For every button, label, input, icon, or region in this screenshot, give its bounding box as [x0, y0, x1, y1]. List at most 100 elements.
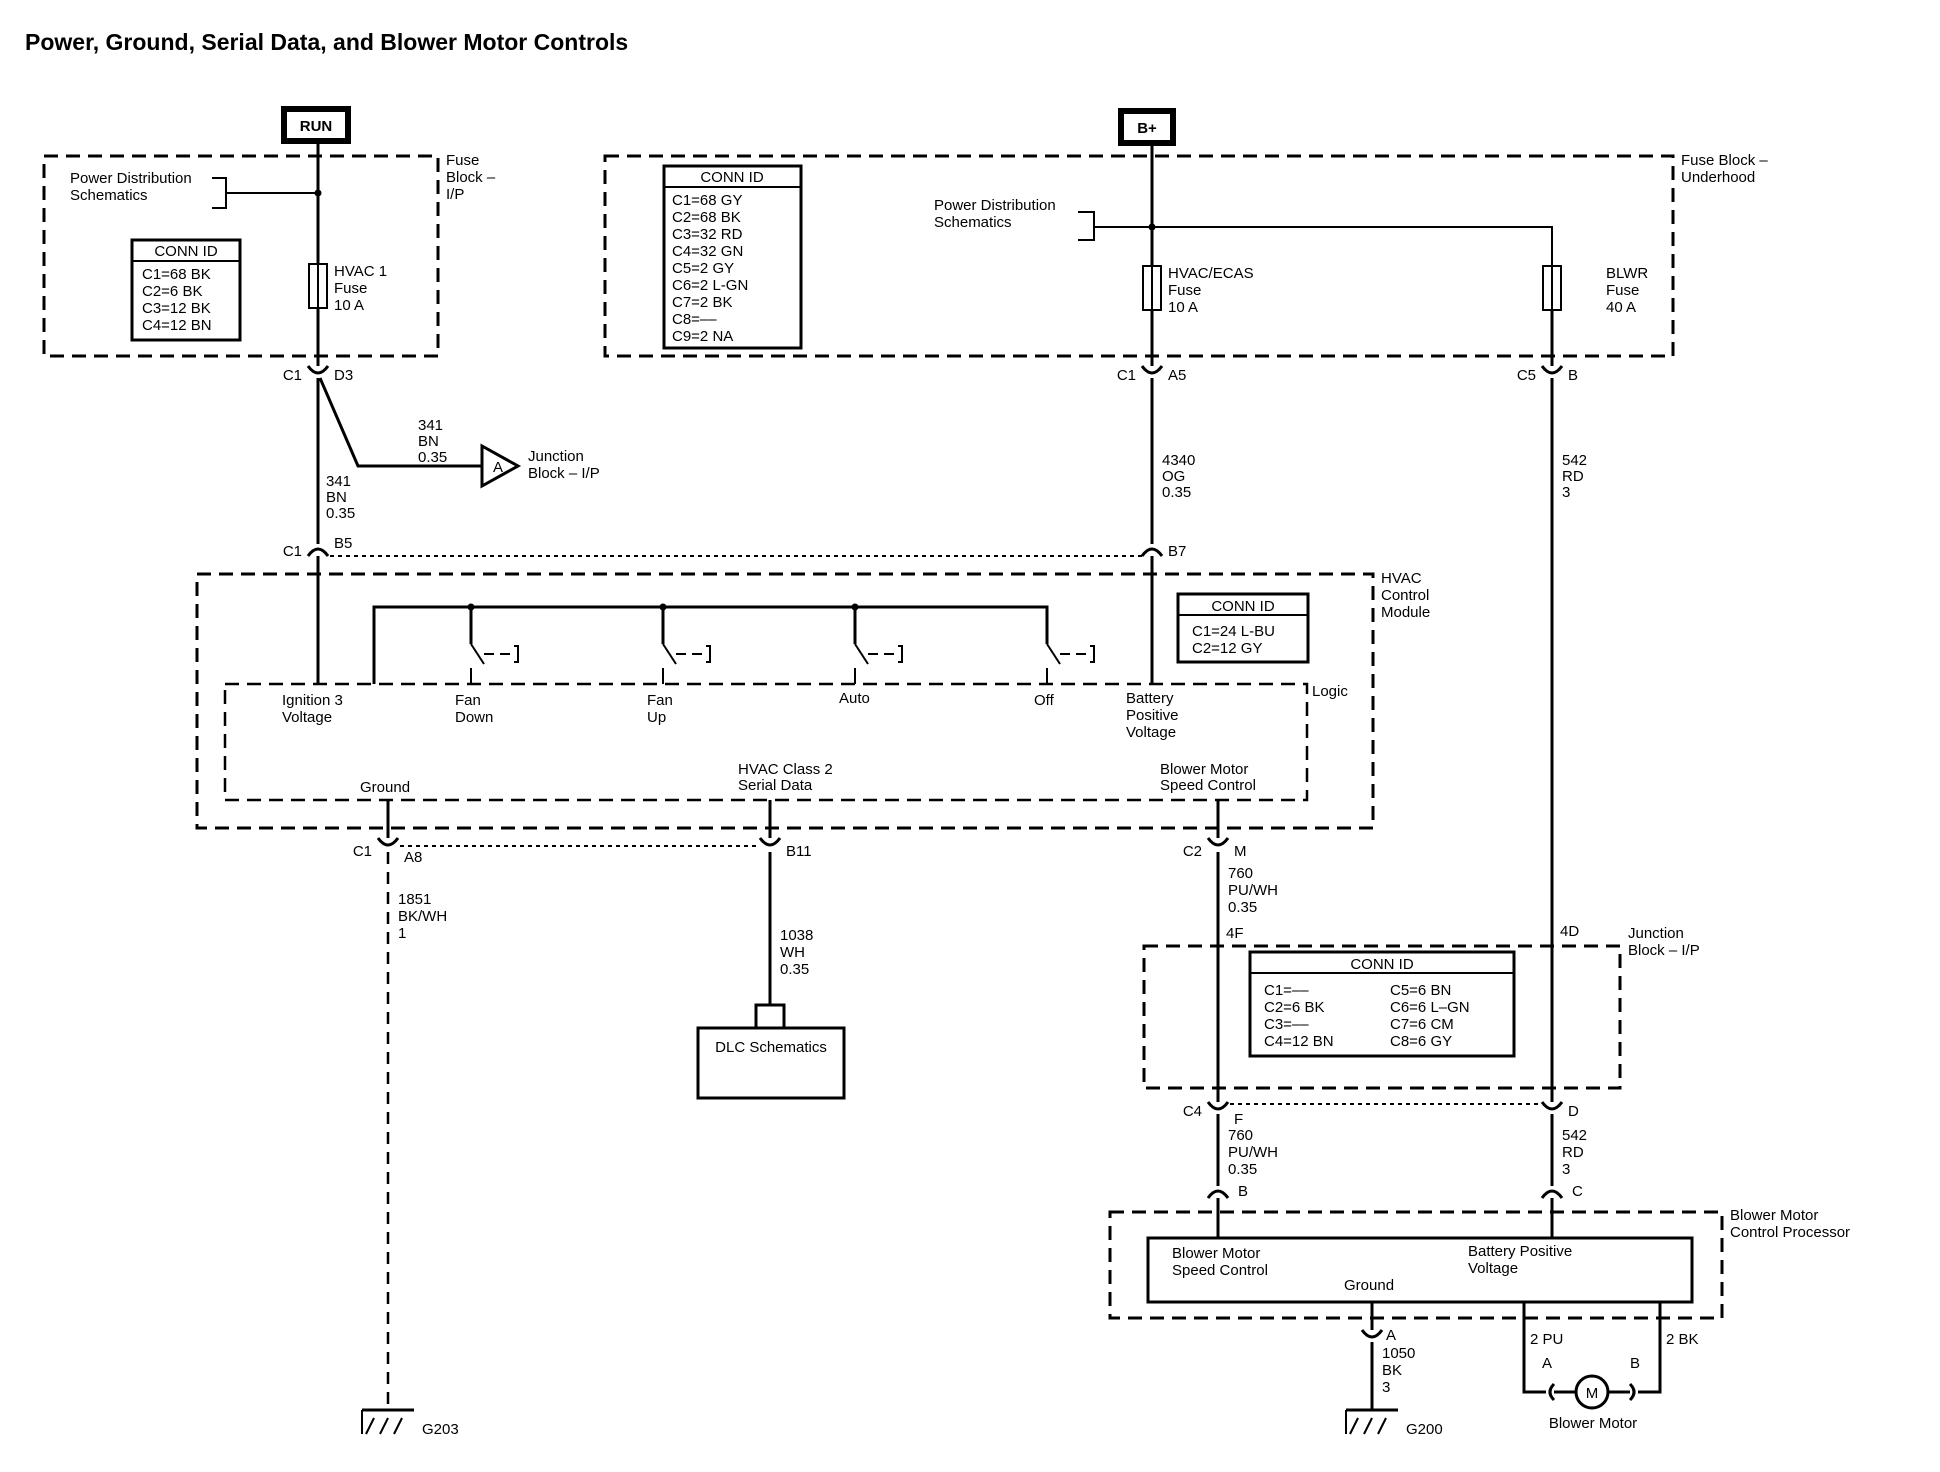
svg-text:CONN ID: CONN ID	[1350, 956, 1414, 973]
svg-text:BN: BN	[418, 433, 439, 450]
svg-text:BK: BK	[1382, 1362, 1402, 1379]
svg-text:C4=12 BN: C4=12 BN	[142, 317, 212, 334]
conn-id-table-ip: CONN ID C1=68 BK C2=6 BK C3=12 BK C4=12 …	[130, 238, 242, 342]
hvac-control-module: HVAC Control Module C1 B5 B7 Logic CONN …	[195, 535, 1430, 838]
conn-c1-a5: C1 A5	[1117, 365, 1186, 384]
conn-c5-b: C5 B	[1517, 365, 1578, 384]
input-batt-1: Battery	[1126, 690, 1174, 707]
svg-text:Junction: Junction	[1628, 925, 1684, 942]
svg-text:542: 542	[1562, 452, 1587, 469]
svg-text:760: 760	[1228, 865, 1253, 882]
input-fan-up-1: Fan	[647, 692, 673, 709]
svg-text:1038: 1038	[780, 927, 813, 944]
svg-text:C5=2 GY: C5=2 GY	[672, 260, 734, 277]
svg-text:BK/WH: BK/WH	[398, 908, 447, 925]
pin-c1-bottom: C1	[353, 843, 372, 860]
battery-source: B+	[1118, 108, 1176, 146]
svg-text:Fuse: Fuse	[1168, 282, 1201, 299]
svg-text:C3=12 BK: C3=12 BK	[142, 300, 211, 317]
svg-text:C3=––: C3=––	[1264, 1016, 1309, 1033]
svg-text:Block – I/P: Block – I/P	[1628, 942, 1700, 959]
output-blower-1: Blower Motor	[1160, 761, 1248, 778]
svg-text:Control Processor: Control Processor	[1730, 1224, 1850, 1241]
svg-text:C1=24 L-BU: C1=24 L-BU	[1192, 623, 1275, 640]
svg-text:C1: C1	[283, 367, 302, 384]
output-serial-1: HVAC Class 2	[738, 761, 833, 778]
pin-b11: B11	[786, 843, 812, 860]
logic-label: Logic	[1312, 683, 1348, 700]
junction-block-ip: Junction Block – I/P 4F 4D CONN ID C1=––…	[1142, 923, 1700, 1128]
wire-1851: 1851 BK/WH 1	[386, 852, 447, 1410]
svg-text:3: 3	[1562, 484, 1570, 501]
wire-341-label: 341 BN 0.35	[326, 473, 355, 522]
output-serial-2: Serial Data	[738, 777, 813, 794]
svg-text:10 A: 10 A	[334, 297, 364, 314]
output-blower-2: Speed Control	[1160, 777, 1256, 794]
svg-text:DLC Schematics: DLC Schematics	[715, 1039, 827, 1056]
pin-c2: C2	[1183, 843, 1202, 860]
fuse-block-ip-label-2: Block –	[446, 169, 496, 186]
output-ground: Ground	[360, 779, 410, 796]
wire-542-top-label: 542 RD 3	[1562, 452, 1587, 501]
svg-text:C9=2 NA: C9=2 NA	[672, 328, 733, 345]
svg-text:C7=2 BK: C7=2 BK	[672, 294, 732, 311]
processor-pin-b: B	[1238, 1183, 1248, 1200]
pin-b5: B5	[334, 535, 352, 552]
input-ign-1: Ignition 3	[282, 692, 343, 709]
svg-text:760: 760	[1228, 1127, 1253, 1144]
switch-auto	[854, 643, 903, 684]
fuse-block-uh-label-1: Fuse Block –	[1681, 152, 1768, 169]
svg-text:3: 3	[1382, 1379, 1390, 1396]
input-fan-down-1: Fan	[455, 692, 481, 709]
fuse-block-ip-label-3: I/P	[446, 186, 464, 203]
page-title: Power, Ground, Serial Data, and Blower M…	[25, 29, 628, 55]
svg-text:HVAC: HVAC	[1381, 570, 1422, 587]
svg-text:HVAC/ECAS: HVAC/ECAS	[1168, 265, 1254, 282]
svg-text:C2=68 BK: C2=68 BK	[672, 209, 741, 226]
dlc-schematics-box: DLC Schematics	[696, 1026, 846, 1100]
svg-text:WH: WH	[780, 944, 805, 961]
svg-text:C1=––: C1=––	[1264, 982, 1309, 999]
input-ign-2: Voltage	[282, 709, 332, 726]
fuse-block-ip-label-1: Fuse	[446, 152, 479, 169]
pin-b7: B7	[1168, 543, 1186, 560]
module-bottom-connectors: C1 A8 B11 C2 M	[353, 837, 1247, 866]
svg-text:C6=6 L–GN: C6=6 L–GN	[1390, 999, 1470, 1016]
svg-text:Battery Positive: Battery Positive	[1468, 1243, 1572, 1260]
svg-text:0.35: 0.35	[326, 505, 355, 522]
fuse-block-underhood: Fuse Block – Underhood CONN ID C1=68 GY …	[603, 152, 1768, 358]
svg-text:F: F	[1234, 1111, 1243, 1128]
ground-g200: G200	[1345, 1408, 1443, 1438]
power-dist-ref-ip-2: Schematics	[70, 187, 148, 204]
motor-symbol: M	[1586, 1385, 1599, 1402]
svg-text:2 BK: 2 BK	[1666, 1331, 1699, 1348]
svg-text:Fuse: Fuse	[1606, 282, 1639, 299]
svg-text:C4: C4	[1183, 1103, 1202, 1120]
svg-text:341: 341	[418, 417, 443, 434]
input-auto: Auto	[839, 690, 870, 707]
svg-text:Control: Control	[1381, 587, 1429, 604]
svg-text:B: B	[1568, 367, 1578, 384]
conn-id-table-junction: CONN ID C1=–– C2=6 BK C3=–– C4=12 BN C5=…	[1248, 950, 1516, 1058]
input-batt-2: Positive	[1126, 707, 1179, 724]
power-dist-ref-ip-1: Power Distribution	[70, 170, 192, 187]
pin-4f: 4F	[1226, 925, 1244, 942]
svg-text:C1: C1	[1117, 367, 1136, 384]
junction-ref-letter: A	[493, 459, 503, 476]
wire-341-branch-label: 341 BN 0.35	[418, 417, 447, 466]
svg-text:1050: 1050	[1382, 1345, 1415, 1362]
svg-text:A: A	[1542, 1355, 1552, 1372]
svg-text:RD: RD	[1562, 468, 1584, 485]
svg-text:Blower Motor: Blower Motor	[1730, 1207, 1818, 1224]
svg-text:C1=68 GY: C1=68 GY	[672, 192, 742, 209]
svg-text:D3: D3	[334, 367, 353, 384]
wire-760: 760 PU/WH 0.35	[1216, 852, 1278, 1212]
svg-text:1: 1	[398, 925, 406, 942]
svg-text:PU/WH: PU/WH	[1228, 882, 1278, 899]
svg-text:C3=32 RD: C3=32 RD	[672, 226, 743, 243]
svg-text:Voltage: Voltage	[1468, 1260, 1518, 1277]
svg-text:Blower Motor: Blower Motor	[1172, 1245, 1260, 1262]
svg-text:C6=2 L-GN: C6=2 L-GN	[672, 277, 748, 294]
svg-text:341: 341	[326, 473, 351, 490]
svg-text:Ground: Ground	[1344, 1277, 1394, 1294]
